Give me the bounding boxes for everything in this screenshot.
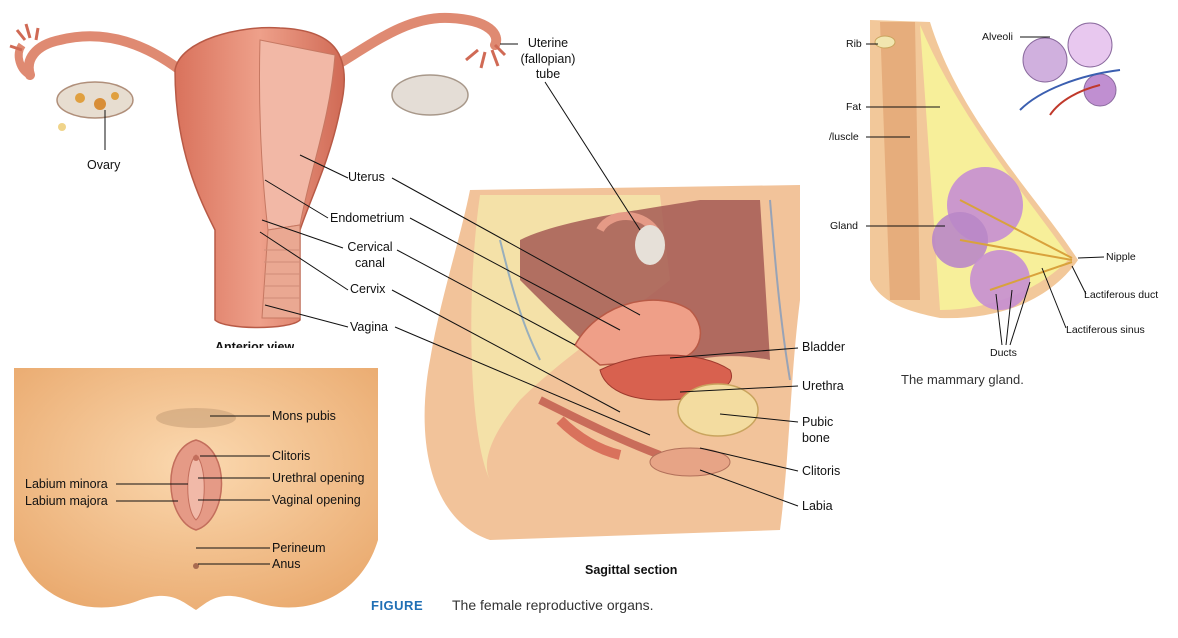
clitoris-sagittal-label: Clitoris <box>802 464 841 478</box>
endometrium-label: Endometrium <box>330 211 405 225</box>
ovary-label: Ovary <box>87 158 121 172</box>
uterus-label: Uterus <box>348 170 385 184</box>
external-genitalia-illustration <box>14 368 378 610</box>
mammary-gland-caption: The mammary gland. <box>901 372 1024 387</box>
vaginal-opening-label: Vaginal opening <box>272 493 361 507</box>
uterine-tube-label: Uterine (fallopian) tube <box>518 36 578 83</box>
cervical-canal-label-line2: canal <box>355 255 385 270</box>
anterior-view-caption: Anterior view <box>215 340 295 348</box>
vagina-label: Vagina <box>350 320 388 334</box>
pubic-bone-label-line2: bone <box>802 430 830 445</box>
pubic-bone-label-line1: Pubic <box>802 415 834 429</box>
urethral-opening-label: Urethral opening <box>272 471 365 485</box>
ducts-label: Ducts <box>990 347 1017 359</box>
labium-majora-label: Labium majora <box>25 494 108 508</box>
uterine-tube-label-line2: (fallopian) <box>520 51 576 66</box>
figure-tag: FIGURE <box>371 598 424 613</box>
anus-label: Anus <box>272 557 301 571</box>
uterine-tube-label-line3: tube <box>535 67 561 82</box>
pubic-bone-label: Pubic bone <box>802 415 833 446</box>
rib-label: Rib <box>846 38 862 50</box>
gland-label: Gland <box>830 220 859 232</box>
cervix-label: Cervix <box>350 282 386 296</box>
lactiferous-sinus-label: Lactiferous sinus <box>1066 324 1145 336</box>
urethra-label: Urethra <box>802 379 844 393</box>
alveoli-label: Alveoli <box>982 31 1013 43</box>
cervical-canal-label-line1: Cervical <box>347 240 393 254</box>
perineum-label: Perineum <box>272 541 326 555</box>
clitoris-external-label: Clitoris <box>272 449 311 463</box>
cervical-canal-label: Cervical canal <box>343 240 397 271</box>
mammary-gland-illustration <box>870 20 1121 319</box>
sagittal-section-illustration <box>424 185 800 540</box>
bladder-label: Bladder <box>802 340 846 354</box>
leader-lines <box>104 36 1105 565</box>
sagittal-section-caption: Sagittal section <box>585 563 678 577</box>
nipple-label: Nipple <box>1106 251 1136 263</box>
mons-pubis-label: Mons pubis <box>272 409 336 423</box>
anterior-uterus-illustration <box>9 12 507 329</box>
muscle-label: /luscle <box>829 131 859 143</box>
labium-minora-label: Labium minora <box>25 477 108 491</box>
labia-label: Labia <box>802 499 833 513</box>
fat-label: Fat <box>846 101 862 113</box>
uterine-tube-label-line1: Uterine <box>527 36 569 50</box>
figure-caption: The female reproductive organs. <box>452 597 654 613</box>
lactiferous-duct-label: Lactiferous duct <box>1084 289 1159 301</box>
